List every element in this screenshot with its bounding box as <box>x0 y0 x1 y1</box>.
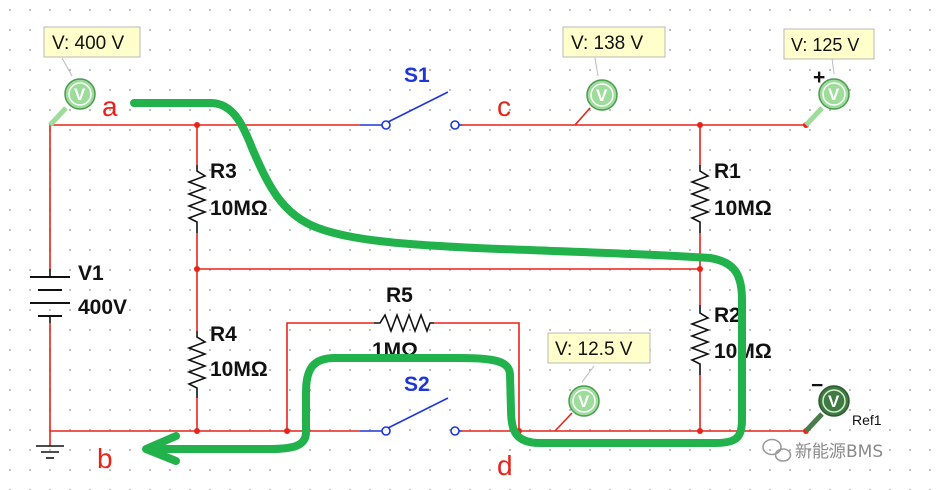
wire-r5-left <box>286 322 374 431</box>
current-path <box>130 99 746 453</box>
probe-reading-2: V: 138 V <box>562 26 666 77</box>
switch-s2[interactable] <box>360 397 462 436</box>
ref-label: Ref1 <box>852 412 882 428</box>
voltage-probe-c[interactable]: V <box>586 79 618 111</box>
r3-value: 10MΩ <box>210 197 268 220</box>
probe-lead-c <box>574 107 591 126</box>
junction-dot <box>697 428 703 434</box>
probe-reading-3-text: V: 125 V <box>791 35 859 55</box>
junction-dot <box>697 266 703 272</box>
resistor-r1[interactable] <box>689 165 711 233</box>
ground-symbol <box>36 445 64 459</box>
voltage-probe-ref[interactable]: V − Ref1 <box>804 374 882 433</box>
junction-dot <box>194 428 200 434</box>
switch-s1[interactable] <box>360 91 462 130</box>
probe-plus-symbol: V <box>828 85 840 104</box>
wire-r5-right <box>434 322 520 431</box>
probe-reading-1: V: 400 V <box>43 26 141 77</box>
resistor-r4[interactable] <box>186 331 208 398</box>
v1-value: 400V <box>78 296 127 319</box>
probe-d-symbol: V <box>578 392 590 411</box>
node-label-a: a <box>102 91 118 122</box>
battery-v1[interactable] <box>30 269 70 323</box>
probe-reading-4: V: 12.5 V <box>547 332 651 383</box>
r4-name: R4 <box>210 323 237 346</box>
resistor-r3[interactable] <box>186 165 208 233</box>
r3-name: R3 <box>210 160 237 183</box>
wechat-icon <box>762 438 792 462</box>
voltage-probe-d[interactable]: V <box>568 385 600 417</box>
watermark-text: 新能源BMS <box>795 442 883 462</box>
probe-a-symbol: V <box>74 85 86 104</box>
node-label-c: c <box>497 91 511 122</box>
watermark: 新能源BMS <box>762 438 883 462</box>
wires <box>49 107 806 446</box>
r1-name: R1 <box>714 160 741 183</box>
r2-name: R2 <box>714 304 741 327</box>
probe-c-symbol: V <box>596 86 608 105</box>
r4-value: 10MΩ <box>210 358 268 381</box>
probe-lead-d <box>554 412 573 432</box>
r5-name: R5 <box>386 284 413 307</box>
node-label-d: d <box>497 450 513 481</box>
node-label-b: b <box>97 443 113 474</box>
probe-plus-sign: + <box>813 66 825 89</box>
probe-reading-2-text: V: 138 V <box>571 33 644 54</box>
probe-reading-4-text: V: 12.5 V <box>555 339 633 360</box>
v1-name: V1 <box>78 262 104 285</box>
probe-reading-3: V: 125 V <box>783 28 875 75</box>
s2-name: S2 <box>404 373 430 396</box>
probe-ref-sign: − <box>811 374 823 397</box>
s1-name: S1 <box>404 64 430 87</box>
voltage-probe-a[interactable]: V <box>48 78 96 127</box>
junction-dot <box>194 266 200 272</box>
voltage-probe-plus[interactable]: V + <box>804 66 850 127</box>
r1-value: 10MΩ <box>714 197 772 220</box>
junction-dot <box>284 428 290 434</box>
probe-ref-symbol: V <box>828 392 840 411</box>
junction-dot <box>194 122 200 128</box>
probe-reading-1-text: V: 400 V <box>52 33 125 54</box>
junction-dot <box>697 122 703 128</box>
current-arrowhead <box>142 432 180 465</box>
resistor-r5[interactable] <box>374 312 434 334</box>
resistor-r2[interactable] <box>689 305 711 375</box>
